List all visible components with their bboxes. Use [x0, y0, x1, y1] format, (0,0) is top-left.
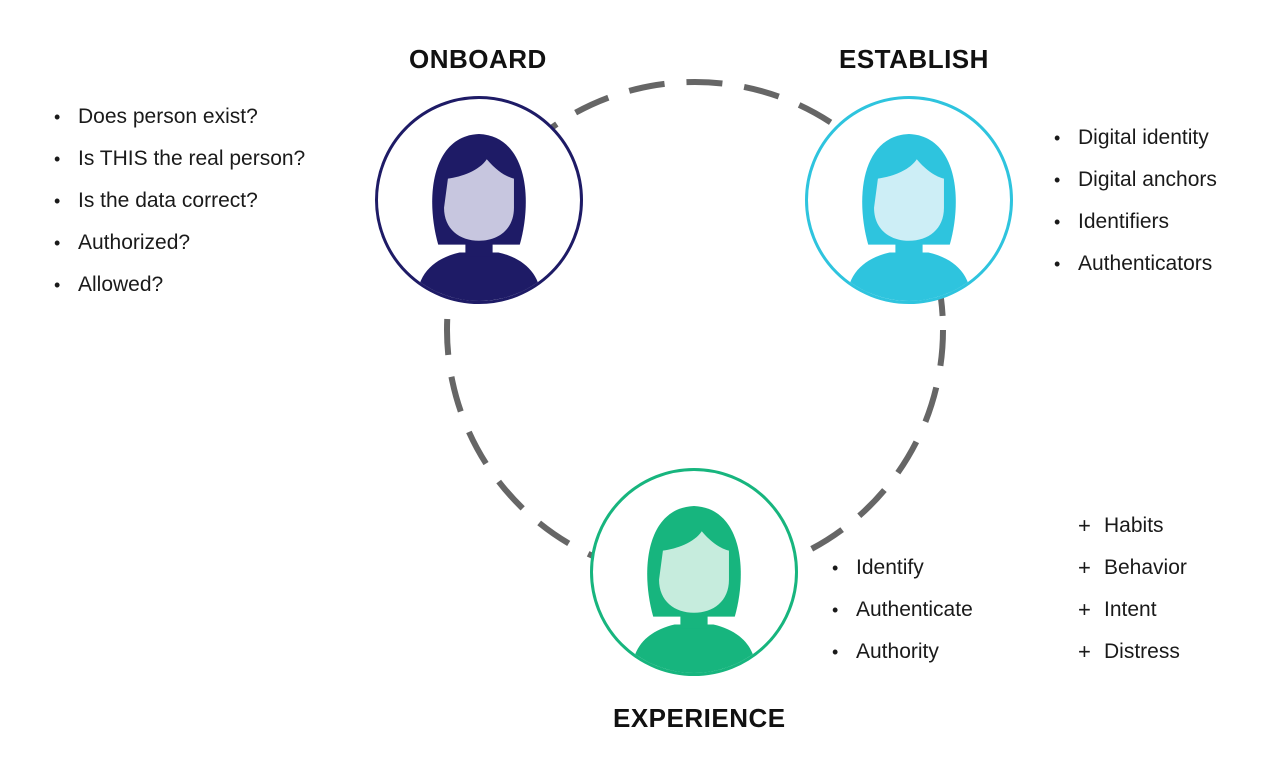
plus-icon: +	[1078, 639, 1091, 664]
onboard-title: ONBOARD	[409, 44, 547, 74]
onboard-question-list: •Does person exist? •Is THIS the real pe…	[54, 96, 305, 306]
experience-person-icon	[590, 468, 798, 676]
list-item: •Allowed?	[54, 264, 305, 306]
bullet-icon: •	[1054, 212, 1061, 232]
plus-icon: +	[1078, 555, 1091, 580]
bullet-icon: •	[1054, 170, 1061, 190]
list-item: •Authenticate	[832, 589, 973, 631]
bullet-icon: •	[54, 233, 61, 253]
list-item: +Behavior	[1078, 547, 1187, 589]
plus-icon: +	[1078, 597, 1091, 622]
list-item: +Distress	[1078, 631, 1187, 673]
list-item: •Digital anchors	[1054, 159, 1217, 201]
bullet-icon: •	[1054, 254, 1061, 274]
onboard-person-icon	[375, 96, 583, 304]
list-item: +Intent	[1078, 589, 1187, 631]
bullet-icon: •	[54, 191, 61, 211]
list-item: •Identify	[832, 547, 973, 589]
bullet-icon: •	[832, 558, 839, 578]
list-item: •Does person exist?	[54, 96, 305, 138]
plus-icon: +	[1078, 513, 1091, 538]
list-item: +Habits	[1078, 505, 1187, 547]
bullet-icon: •	[54, 275, 61, 295]
experience-item-list: •Identify •Authenticate •Authority	[832, 547, 973, 673]
experience-plus-list: +Habits +Behavior +Intent +Distress	[1078, 505, 1187, 673]
bullet-icon: •	[1054, 128, 1061, 148]
list-item: •Digital identity	[1054, 117, 1217, 159]
list-item: •Is THIS the real person?	[54, 138, 305, 180]
list-item: •Is the data correct?	[54, 180, 305, 222]
establish-person-icon	[805, 96, 1013, 304]
list-item: •Authenticators	[1054, 243, 1217, 285]
bullet-icon: •	[832, 600, 839, 620]
list-item: •Identifiers	[1054, 201, 1217, 243]
bullet-icon: •	[832, 642, 839, 662]
list-item: •Authority	[832, 631, 973, 673]
establish-item-list: •Digital identity •Digital anchors •Iden…	[1054, 117, 1217, 285]
list-item: •Authorized?	[54, 222, 305, 264]
experience-title: EXPERIENCE	[613, 703, 786, 733]
bullet-icon: •	[54, 149, 61, 169]
establish-title: ESTABLISH	[839, 44, 989, 74]
bullet-icon: •	[54, 107, 61, 127]
